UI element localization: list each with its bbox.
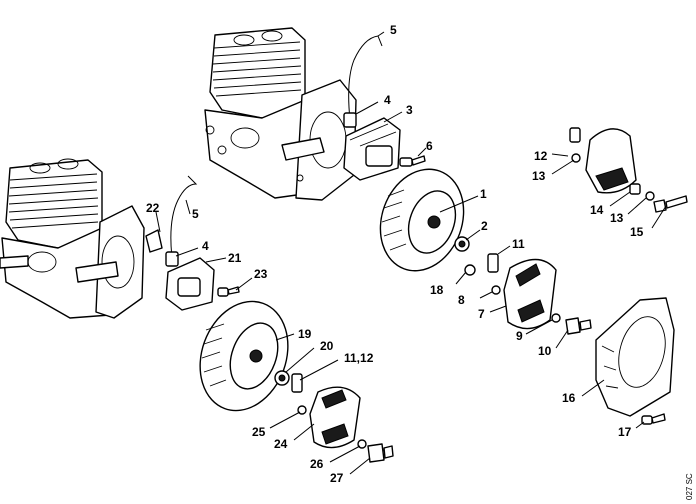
callout-22: 22 (146, 201, 160, 215)
callout-20: 20 (320, 339, 334, 353)
clutch-middle (464, 253, 592, 335)
leader-lines (155, 31, 667, 475)
engine-upper (204, 27, 357, 201)
callout-21: 21 (228, 251, 242, 265)
screw-6 (399, 155, 426, 167)
clutch-lower (291, 373, 394, 463)
callout-26: 26 (310, 457, 324, 471)
callout-23: 23 (254, 267, 268, 281)
screw-18 (641, 413, 666, 425)
callout-11: 11 (512, 237, 525, 251)
callout-27: 27 (330, 471, 344, 485)
ignition-module-lower (165, 257, 215, 311)
callout-25: 25 (252, 425, 266, 439)
callout-18: 17 (618, 425, 632, 439)
callout-16: 18 (430, 283, 444, 297)
engine-lower (0, 158, 145, 319)
ignition-module-upper (343, 117, 401, 181)
callout-6: 6 (426, 139, 433, 153)
callout-8: 8 (458, 293, 465, 307)
callout-19: 19 (298, 327, 312, 341)
callout-14: 14 (590, 203, 604, 217)
fuel-line-lower (165, 175, 198, 267)
callout-11-12: 11,12 (344, 351, 374, 365)
fan-housing (595, 297, 675, 417)
callout-1: 1 (480, 187, 487, 201)
clip-22 (145, 229, 163, 253)
callout-24: 24 (274, 437, 288, 451)
callout-10: 10 (538, 344, 552, 358)
clutch-upper-right (569, 127, 688, 213)
nut-2 (454, 236, 470, 252)
callout-17: 16 (562, 391, 576, 405)
callout-labels: 5 4 3 6 1 2 11 18 8 7 9 10 12 13 14 13 1… (146, 23, 644, 485)
flywheel-upper (379, 168, 465, 272)
callout-5-upper: 5 (390, 23, 397, 37)
nut-20 (274, 370, 290, 386)
callout-2: 2 (481, 219, 488, 233)
callout-5-lower: 5 (192, 207, 199, 221)
callout-7: 7 (478, 307, 485, 321)
screw-23 (217, 286, 240, 297)
callout-4-upper: 4 (384, 93, 391, 107)
diagram-code: 027 SC (685, 473, 694, 500)
callout-13-top: 13 (532, 169, 546, 183)
callout-12: 12 (534, 149, 548, 163)
callout-15: 15 (630, 225, 644, 239)
callout-3: 3 (406, 103, 413, 117)
callout-4-lower: 4 (202, 239, 209, 253)
flywheel-lower (199, 300, 289, 412)
callout-9: 9 (516, 329, 523, 343)
fuel-line-upper (343, 35, 383, 128)
callout-13-right: 13 (610, 211, 624, 225)
